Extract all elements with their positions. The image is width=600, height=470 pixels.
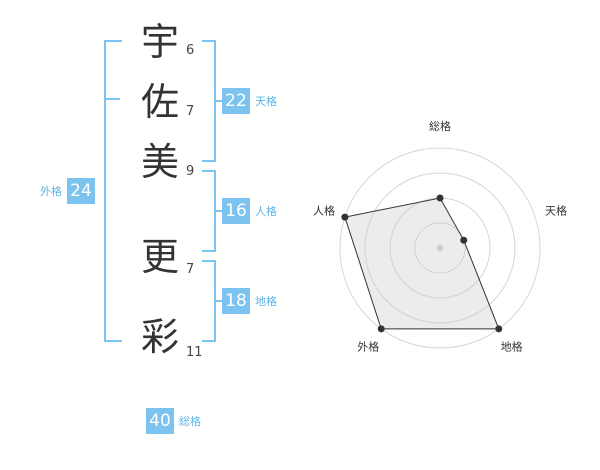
- name-char-4: 更: [140, 235, 179, 279]
- chikaku-value: 18: [222, 288, 250, 314]
- name-char-5: 彩: [140, 315, 179, 359]
- tenkaku-label: 天格: [255, 95, 277, 108]
- radar-point-5: [341, 213, 349, 221]
- radar-point-1: [436, 194, 444, 202]
- radar-grid-ring-3: [364, 172, 516, 324]
- gaikaku-bracket: [104, 40, 122, 342]
- tenkaku-value: 22: [222, 88, 250, 114]
- jinkaku-connector: [214, 210, 222, 212]
- gaikaku-value: 24: [67, 178, 95, 204]
- radar-series-area: [344, 197, 500, 330]
- stroke-count-3: 9: [186, 164, 195, 179]
- tenkaku-connector: [214, 100, 222, 102]
- stroke-count-5: 11: [186, 345, 203, 360]
- radar-point-4: [377, 325, 385, 333]
- stroke-count-1: 6: [186, 43, 195, 58]
- chikaku-score: 18 地格: [222, 288, 277, 314]
- name-char-1: 宇: [140, 20, 179, 64]
- name-char-2: 佐: [140, 80, 179, 124]
- soukaku-label: 総格: [179, 415, 201, 428]
- jinkaku-label: 人格: [255, 205, 277, 218]
- radar-point-3: [495, 325, 503, 333]
- radar-center-dot: [437, 245, 443, 251]
- radar-point-2: [460, 236, 468, 244]
- stroke-count-4: 7: [186, 262, 195, 277]
- gaikaku-score: 外格 24: [40, 178, 95, 204]
- stroke-count-2: 7: [186, 104, 195, 119]
- soukaku-value: 40: [146, 408, 174, 434]
- radar-grid-ring-1: [414, 222, 466, 274]
- name-char-3: 美: [140, 140, 179, 184]
- radar-grid-ring-4: [339, 147, 541, 349]
- radar-axis-label-3: 地格: [501, 340, 523, 354]
- soukaku-score: 40 総格: [146, 408, 201, 434]
- radar-axis-label-4: 外格: [357, 340, 379, 354]
- gaikaku-bracket-tick: [104, 98, 120, 100]
- jinkaku-score: 16 人格: [222, 198, 277, 224]
- radar-axis-label-2: 天格: [545, 203, 567, 217]
- chikaku-connector: [214, 300, 222, 302]
- chikaku-label: 地格: [255, 295, 277, 308]
- gaikaku-label: 外格: [40, 185, 62, 198]
- jinkaku-value: 16: [222, 198, 250, 224]
- tenkaku-score: 22 天格: [222, 88, 277, 114]
- radar-axis-label-5: 人格: [313, 203, 335, 217]
- radar-axis-label-1: 総格: [429, 119, 451, 133]
